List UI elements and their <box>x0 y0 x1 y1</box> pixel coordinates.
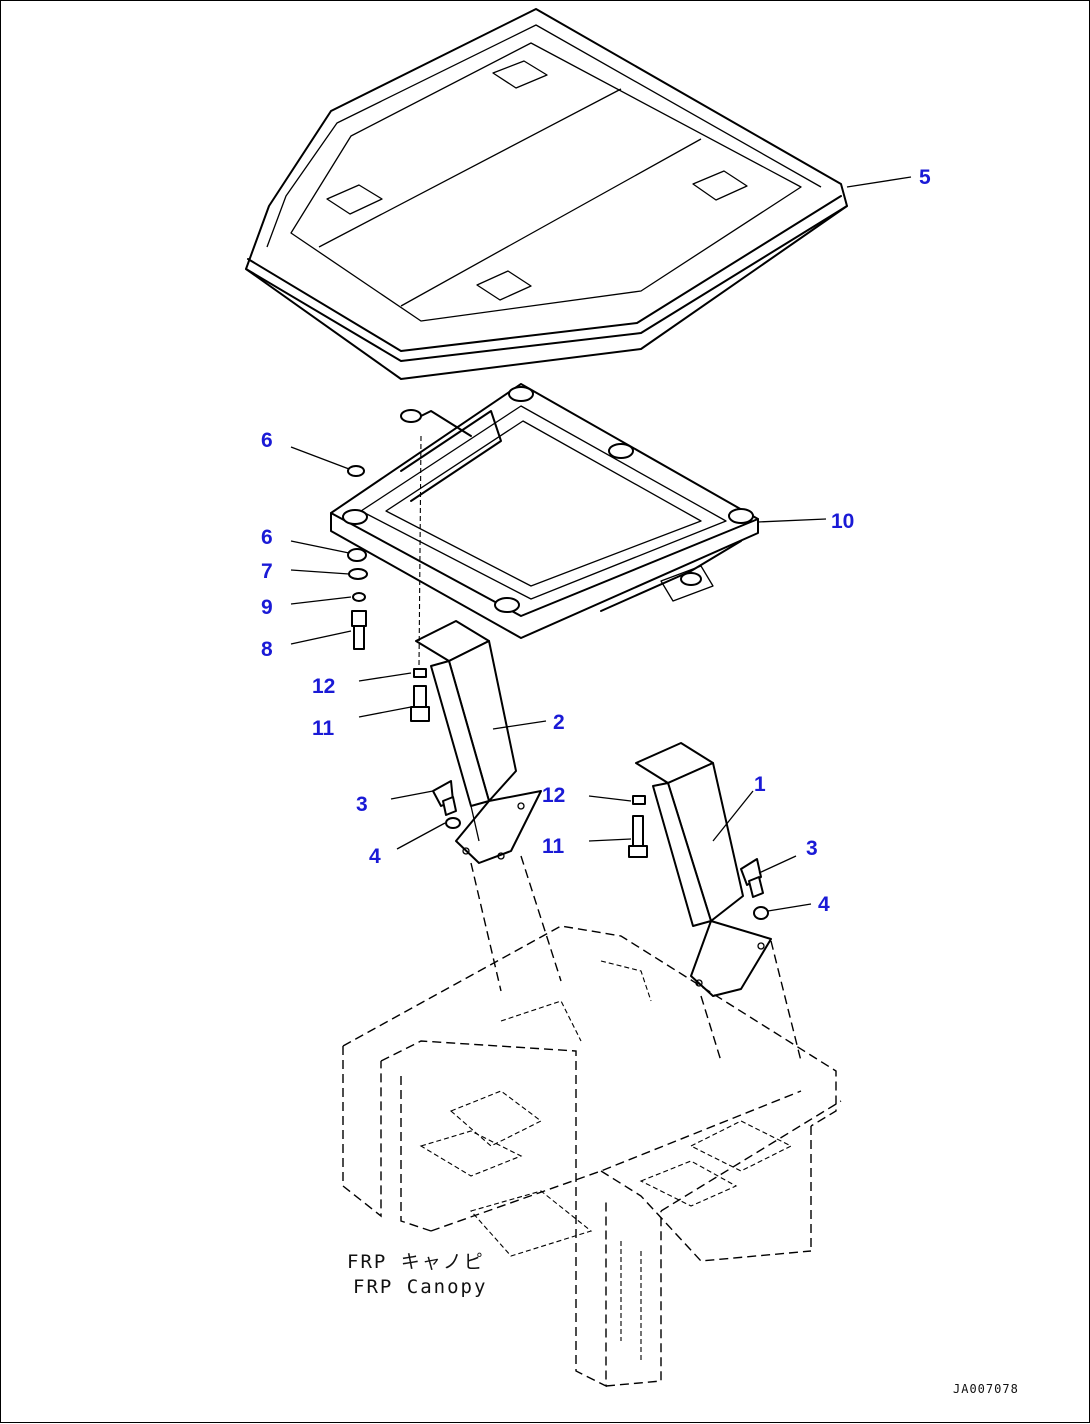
support-frame <box>330 383 759 639</box>
post-left <box>410 435 542 864</box>
callout-11-right: 11 <box>542 835 565 858</box>
callout-3-right: 3 <box>806 837 818 860</box>
callout-6-upper: 6 <box>261 429 273 452</box>
callout-4-left: 4 <box>369 845 381 868</box>
caption-japanese: FRP キャノピ <box>347 1251 485 1273</box>
post-right <box>628 742 772 997</box>
callout-12-right: 12 <box>542 784 565 807</box>
callout-4-right: 4 <box>818 893 830 916</box>
callout-2: 2 <box>553 711 565 734</box>
callout-8: 8 <box>261 638 273 661</box>
callout-11-left: 11 <box>312 717 335 740</box>
callout-12-left: 12 <box>312 675 335 698</box>
leader-lines <box>290 176 912 912</box>
callout-1: 1 <box>754 773 766 796</box>
callout-5: 5 <box>919 166 931 189</box>
callout-labels: 5 10 6 6 7 9 8 12 11 2 3 4 12 11 1 3 4 <box>261 166 931 916</box>
hardware-left <box>347 465 368 650</box>
callout-6-lower: 6 <box>261 526 273 549</box>
document-id: JA007078 <box>953 1382 1019 1396</box>
caption-english: FRP Canopy <box>353 1276 487 1298</box>
callout-10: 10 <box>831 510 854 533</box>
machine-base-frame <box>342 855 842 1388</box>
callout-7: 7 <box>261 560 273 583</box>
canopy-roof <box>245 8 848 380</box>
callout-3-left: 3 <box>356 793 368 816</box>
callout-9: 9 <box>261 596 273 619</box>
bolts-and-washers <box>432 780 769 920</box>
